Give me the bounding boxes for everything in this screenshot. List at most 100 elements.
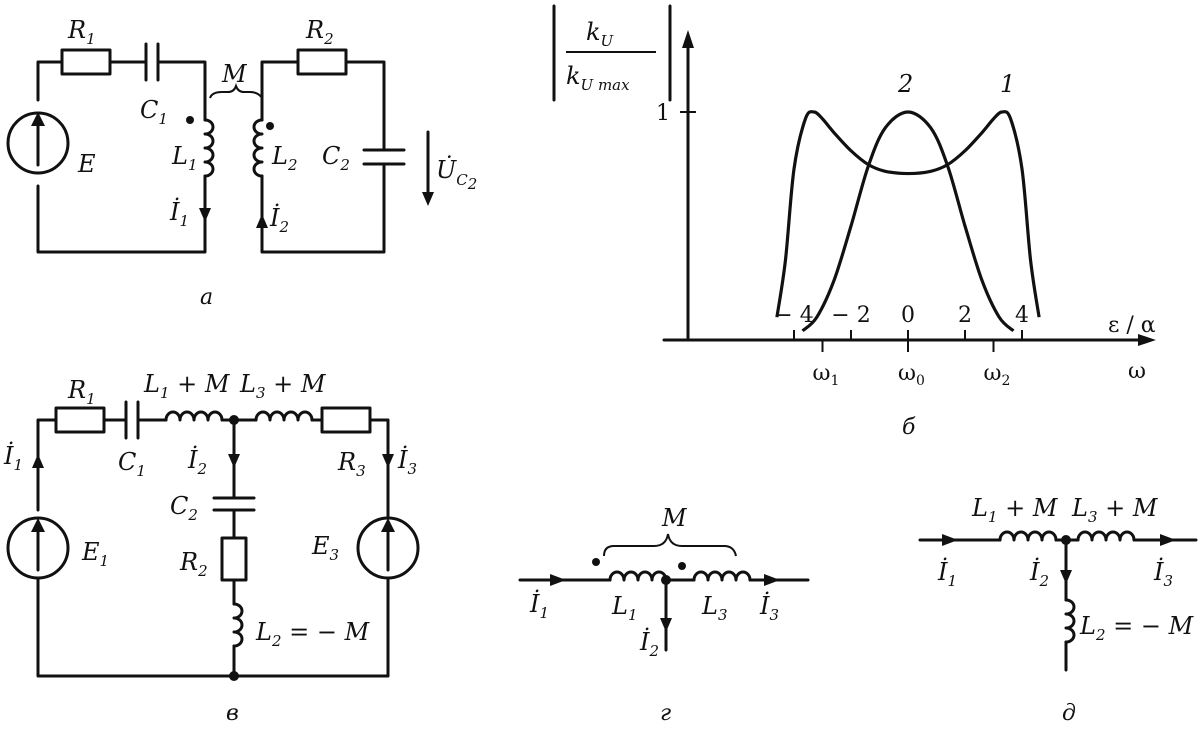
- ylabel-den-sub: U max: [581, 76, 631, 94]
- l3-inductor-g: [692, 570, 752, 582]
- svg-text:L2 = − M: L2 = − M: [255, 618, 371, 650]
- svg-text:C2: C2: [322, 142, 350, 174]
- y-tick-label-1: 1: [656, 101, 670, 126]
- l2-inductor: [252, 118, 264, 178]
- i2-arrow-icon-v: [228, 454, 240, 468]
- i2-arrow-icon-d: [1060, 570, 1072, 584]
- svg-text:İ1: İ1: [169, 197, 189, 230]
- l2-dot-icon: [266, 122, 274, 130]
- svg-text:İ2: İ2: [187, 445, 207, 478]
- e1-sub: 1: [100, 552, 110, 570]
- svg-text:C1: C1: [118, 448, 146, 480]
- svg-text:C1: C1: [140, 96, 168, 128]
- caption-a: а: [200, 285, 213, 310]
- svg-text:R1: R1: [67, 16, 96, 48]
- eps-tick-label: − 2: [831, 303, 870, 328]
- l3m-label: L: [239, 370, 256, 398]
- caption-v: в: [226, 701, 239, 726]
- svg-text:İ2: İ2: [1029, 557, 1049, 590]
- r1-resistor: [60, 48, 112, 76]
- l3m-inductor-d: [1076, 530, 1136, 542]
- l3-dot-icon-g: [678, 562, 686, 570]
- ylabel-num: k: [586, 18, 601, 46]
- omega-tick-label: ω0: [898, 361, 925, 389]
- l1-dot-icon: [186, 116, 194, 124]
- e3-arrow-icon: [381, 518, 395, 532]
- r1-sub-v: 1: [86, 390, 96, 408]
- i2-arrow-icon: [256, 214, 268, 228]
- r2-resistor: [296, 48, 348, 76]
- eps-tick-label: 0: [901, 303, 915, 328]
- l2-inductor-d: [1064, 598, 1076, 644]
- m-label-g: M: [661, 504, 688, 532]
- l3-sub-g: 3: [718, 606, 728, 624]
- r3-sub: 3: [356, 462, 366, 480]
- uc2-arrow-icon: [422, 192, 434, 206]
- l2-label: L: [271, 142, 288, 170]
- svg-text:L3 + M: L3 + M: [239, 370, 327, 402]
- i1-arrow-icon-v: [32, 454, 44, 468]
- r2-sub: 2: [323, 30, 334, 48]
- c2-capacitor: [362, 148, 406, 166]
- eps-tick-label: 4: [1015, 303, 1029, 328]
- m-bracket: [209, 82, 263, 99]
- svg-text:E1: E1: [81, 538, 109, 570]
- l3m-inductor: [254, 410, 314, 422]
- i1-label-d: İ: [937, 557, 948, 586]
- c2-capacitor-v: [212, 496, 256, 512]
- caption-b: б: [902, 415, 916, 440]
- x-axis-arrow-icon: [1138, 334, 1156, 346]
- i3-label-d: İ: [1153, 557, 1164, 586]
- c1-sub-v: 1: [136, 462, 146, 480]
- l1m-sub: 1: [160, 384, 170, 402]
- c1-capacitor-v: [102, 400, 168, 440]
- svg-text:L2 = − M: L2 = − M: [1079, 612, 1195, 644]
- svg-text:İ3: İ3: [759, 591, 779, 624]
- r2-sub-v: 2: [197, 562, 208, 580]
- eps-tick-label: − 4: [774, 303, 813, 328]
- l2-tail-d: = − M: [1105, 612, 1194, 640]
- svg-text:L1: L1: [611, 592, 637, 624]
- l2-inductor-v: [232, 602, 244, 648]
- i3-sub-d: 3: [1163, 572, 1173, 590]
- omega-tick-label: ω1: [813, 361, 840, 389]
- ylabel-den: k: [566, 62, 581, 90]
- r1-label-v: R: [67, 376, 86, 404]
- svg-text:R3: R3: [337, 448, 366, 480]
- svg-text:L1: L1: [171, 142, 197, 174]
- c2-sub: 2: [339, 156, 350, 174]
- r2-resistor-v: [220, 536, 248, 582]
- e1-label: E: [81, 538, 100, 566]
- i2-label: İ: [269, 203, 280, 232]
- i2-arrow-icon-g: [660, 618, 672, 632]
- l3m-label-d: L: [1071, 494, 1088, 522]
- l2-sub-d: 2: [1095, 626, 1106, 644]
- series-line-2: [801, 110, 1015, 333]
- i1-label-g: İ: [529, 589, 540, 618]
- l1m-inductor-d: [998, 530, 1058, 542]
- i1-arrow-icon: [199, 208, 211, 222]
- svg-text:R2: R2: [179, 548, 208, 580]
- svg-text:E3: E3: [311, 532, 339, 564]
- ylabel-num-sub: U: [601, 32, 615, 50]
- i3-arrow-icon-v: [382, 454, 394, 468]
- x-label-eps: ε / α: [1108, 313, 1156, 338]
- curve-label-2: 2: [897, 70, 913, 98]
- chart-curves: [775, 110, 1041, 333]
- i1-sub-d: 1: [947, 572, 957, 590]
- l2-label-v: L: [255, 618, 272, 646]
- i1-label-v: İ: [3, 441, 14, 470]
- r2-label-v: R: [179, 548, 198, 576]
- svg-text:kU max: kU max: [566, 62, 630, 94]
- c1-sub: 1: [158, 110, 168, 128]
- panel-d-circuit: L1 + M L3 + M İ1 İ2 İ3 L2 = − M д: [918, 494, 1198, 726]
- c1-label: C: [140, 96, 158, 124]
- l3m-tail: + M: [265, 370, 326, 398]
- l1m-label: L: [143, 370, 160, 398]
- x-label-omega: ω: [1128, 359, 1146, 384]
- l2-sub-v: 2: [271, 632, 282, 650]
- l1m-tail: + M: [169, 370, 230, 398]
- svg-text:L3: L3: [701, 592, 727, 624]
